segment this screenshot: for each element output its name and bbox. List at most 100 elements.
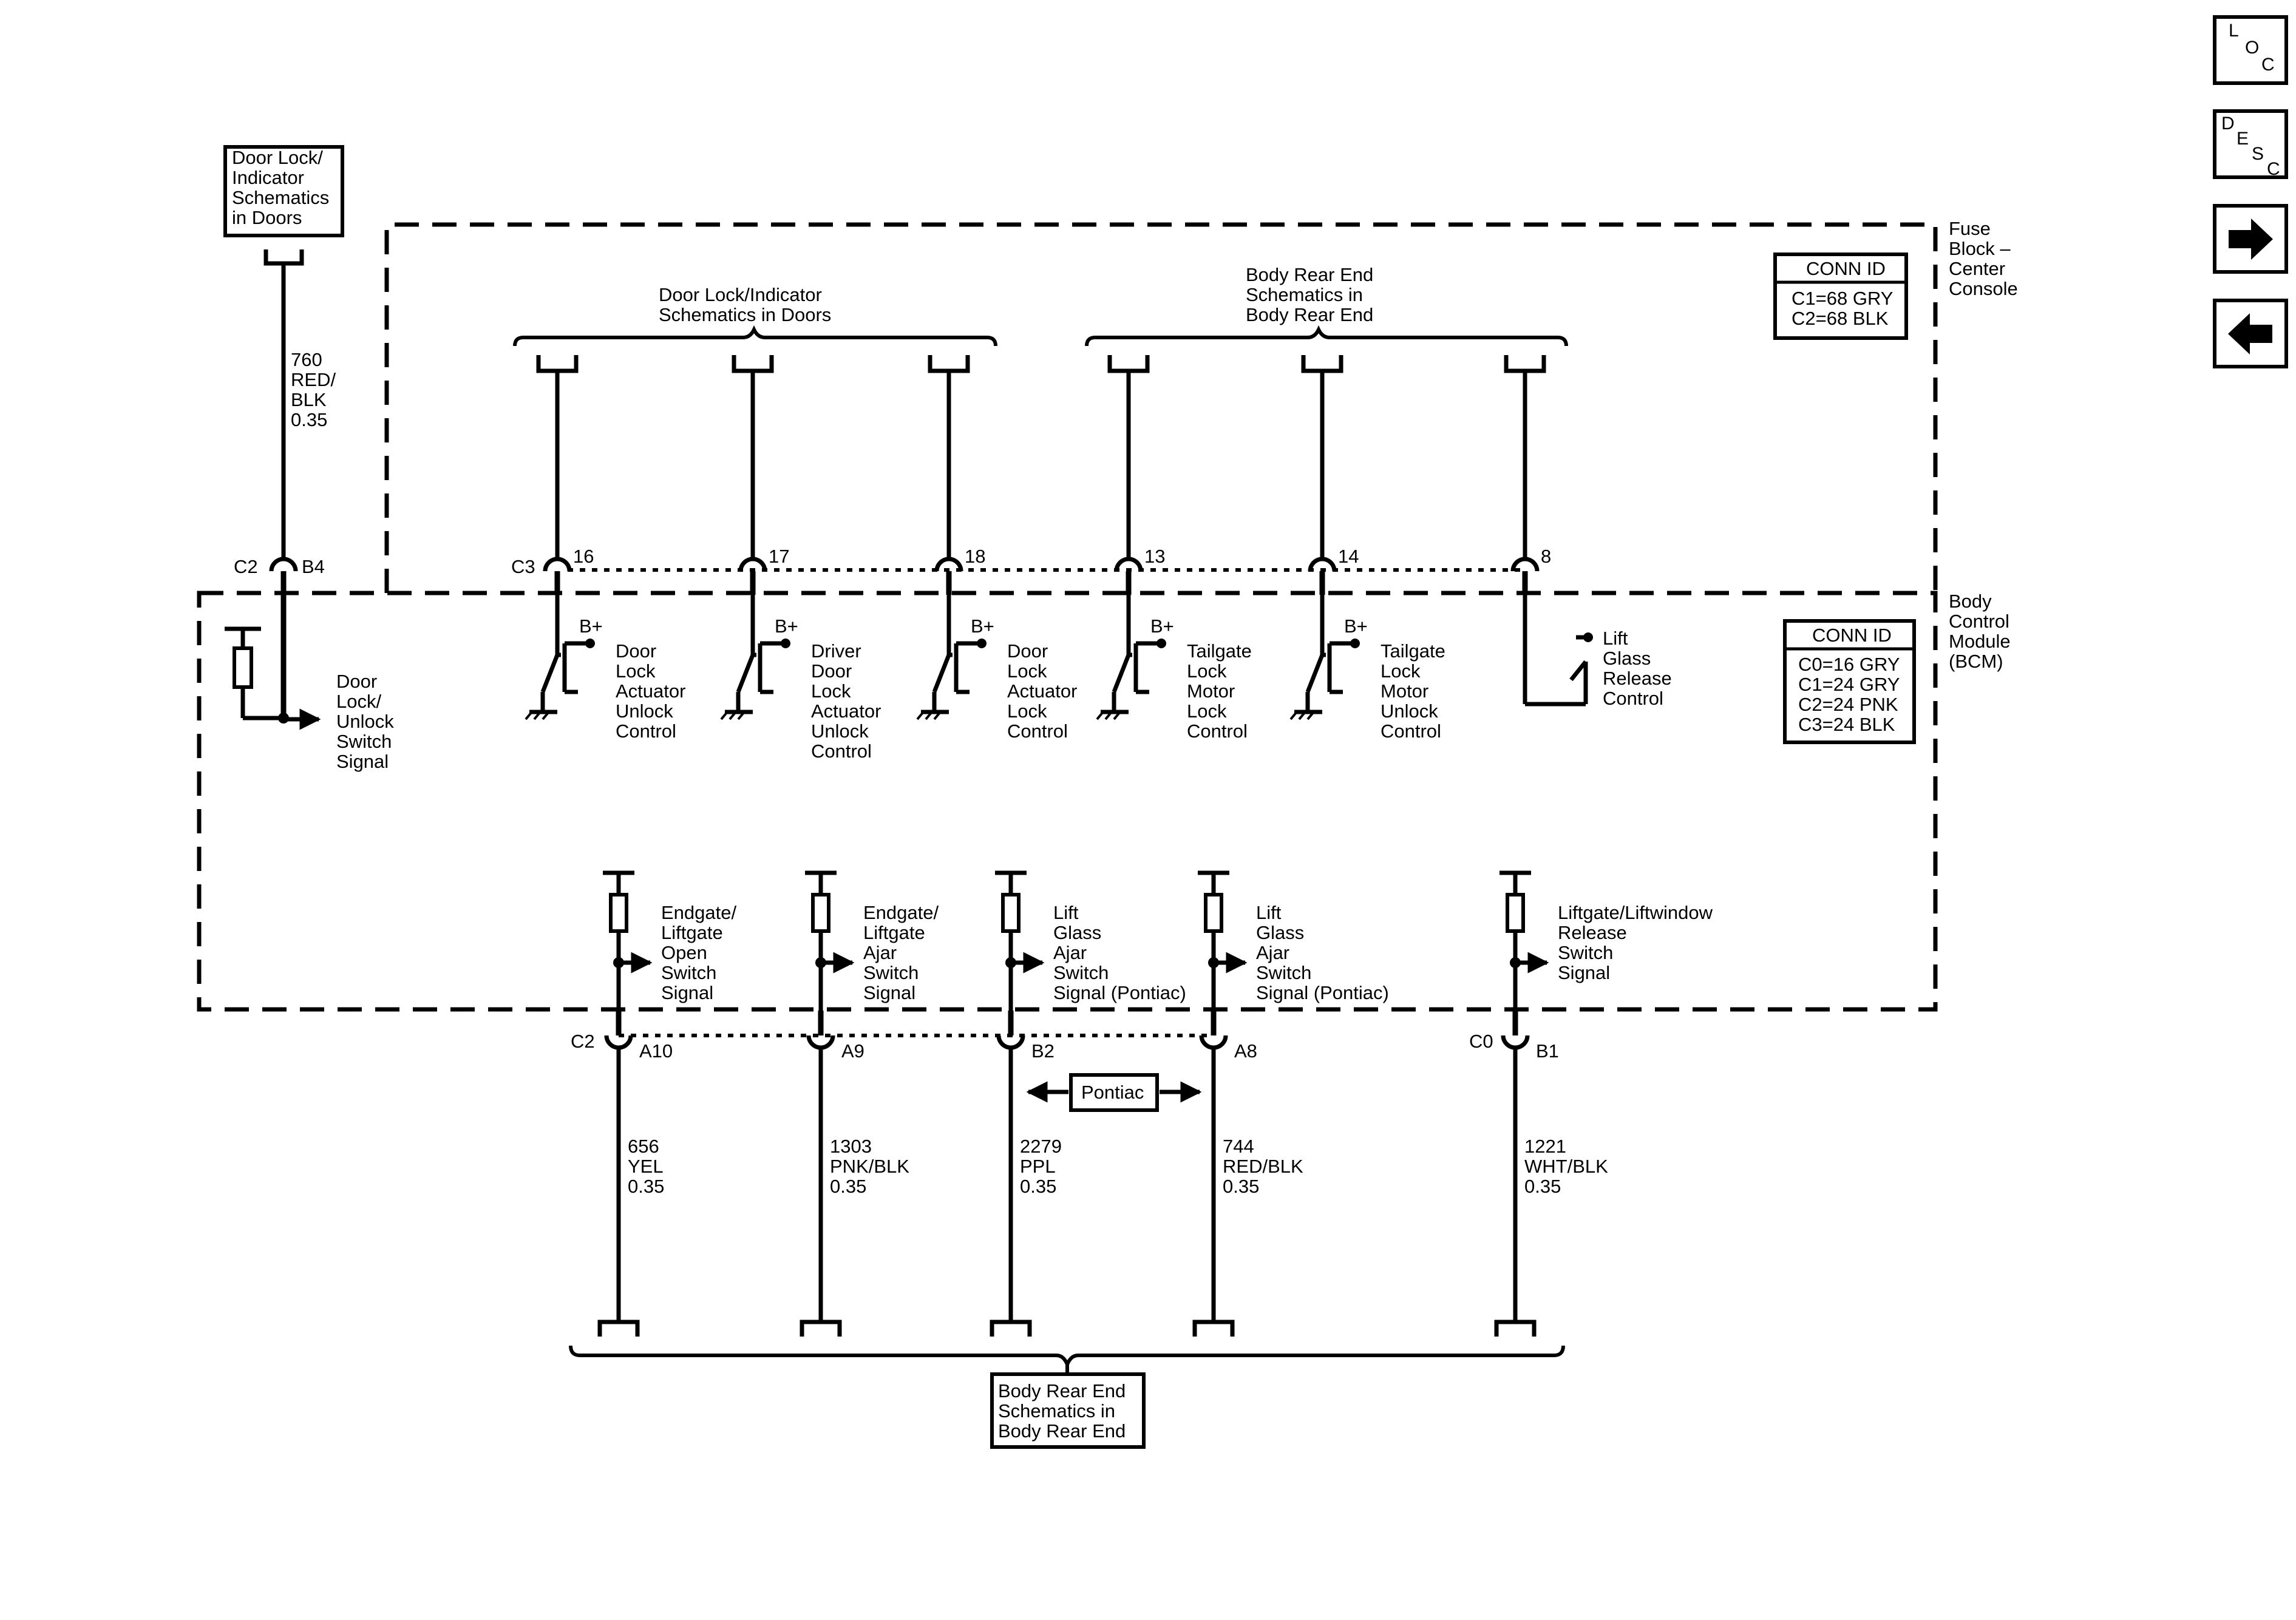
bcm-conn-id-rows: C0=16 GRY C1=24 GRY C2=24 PNK C3=24 BLK bbox=[1798, 654, 1905, 735]
fuse-conn-id-title: CONN ID bbox=[1806, 258, 1886, 279]
connector-cavity bbox=[1510, 557, 1540, 572]
reference-connector bbox=[536, 355, 579, 373]
output-circuit bbox=[916, 355, 987, 720]
body-rear-reference-box-bottom bbox=[990, 1372, 1146, 1449]
fuse-block-outline bbox=[384, 222, 1938, 593]
pin-number: 14 bbox=[1338, 546, 1359, 567]
pullup-resistor bbox=[811, 893, 830, 933]
connector-cavity bbox=[1308, 557, 1337, 572]
pullup-resistor bbox=[1001, 893, 1021, 933]
relay-switch bbox=[1305, 654, 1325, 693]
reference-connector bbox=[1301, 355, 1343, 373]
b-plus-terminal bbox=[585, 639, 595, 648]
connector-cavity bbox=[996, 1035, 1025, 1050]
reference-connector bbox=[597, 1320, 640, 1337]
b-plus-terminal bbox=[1156, 639, 1166, 648]
reference-top-left: Door Lock/ Indicator Schematics in Doors bbox=[232, 147, 335, 228]
relay-switch bbox=[932, 654, 951, 693]
fuse-conn-id-rows: C1=68 GRY C2=68 BLK bbox=[1792, 288, 1898, 329]
connector-c0: C0 bbox=[1469, 1031, 1493, 1052]
b-plus-label: B+ bbox=[971, 615, 994, 637]
input-circuit bbox=[1192, 870, 1248, 1337]
input-circuit bbox=[990, 870, 1045, 1337]
connector-cavity bbox=[934, 557, 963, 572]
b-plus-label: B+ bbox=[775, 615, 798, 637]
b-plus-terminal bbox=[1350, 639, 1360, 648]
reference-connector bbox=[990, 1320, 1032, 1337]
pin-number: 13 bbox=[1144, 546, 1165, 567]
output-circuit bbox=[1504, 355, 1593, 707]
bcm-outline bbox=[197, 591, 1938, 1012]
bcm-conn-id-box bbox=[1783, 619, 1916, 744]
reference-connector bbox=[1494, 1320, 1537, 1337]
bcm-label: Body Control Module (BCM) bbox=[1949, 591, 2016, 672]
pin-number: 17 bbox=[769, 546, 789, 567]
pin-number: B2 bbox=[1031, 1040, 1055, 1062]
b-plus-label: B+ bbox=[579, 615, 603, 637]
pin-number: B1 bbox=[1536, 1040, 1559, 1062]
relay-switch bbox=[736, 654, 755, 693]
reference-top-rear: Body Rear End Schematics in Body Rear En… bbox=[1246, 264, 1379, 325]
pin-number: A10 bbox=[639, 1040, 673, 1062]
connector-cavity bbox=[806, 1035, 835, 1050]
desc-button[interactable] bbox=[2213, 109, 2288, 179]
reference-connector bbox=[800, 1320, 842, 1337]
reference-connector bbox=[928, 355, 970, 373]
b-plus-terminal bbox=[781, 639, 790, 648]
pin-number: 18 bbox=[965, 546, 985, 567]
connector-c3: C3 bbox=[511, 556, 535, 577]
door-lock-reference-brace bbox=[513, 325, 997, 347]
reference-connector bbox=[1504, 355, 1546, 373]
pullup-resistor-door-switch bbox=[233, 646, 253, 689]
pin-number: 8 bbox=[1541, 546, 1551, 567]
connector-cavity bbox=[1199, 1035, 1228, 1050]
connector-cavity bbox=[543, 557, 572, 572]
previous-page-button[interactable] bbox=[2213, 299, 2288, 368]
body-rear-reference-brace-bottom bbox=[569, 1345, 1565, 1370]
pin-b4: B4 bbox=[302, 556, 325, 577]
wire-760-label: 760 RED/ BLK 0.35 bbox=[291, 349, 341, 430]
body-rear-reference-brace-top bbox=[1085, 325, 1568, 347]
input-circuit bbox=[597, 870, 653, 1337]
b-plus-label: B+ bbox=[1150, 615, 1174, 637]
pullup-resistor bbox=[1204, 893, 1223, 933]
reference-bottom: Body Rear End Schematics in Body Rear En… bbox=[998, 1380, 1131, 1442]
connector-cavity bbox=[1114, 557, 1143, 572]
b-plus-label: B+ bbox=[1344, 615, 1368, 637]
loc-button[interactable] bbox=[2213, 15, 2288, 85]
pin-number: A8 bbox=[1234, 1040, 1257, 1062]
pin-number: 16 bbox=[573, 546, 594, 567]
bcm-conn-id-title: CONN ID bbox=[1812, 625, 1892, 646]
pontiac-option-label: Pontiac bbox=[1081, 1082, 1144, 1103]
reference-top-doors: Door Lock/Indicator Schematics in Doors bbox=[659, 284, 831, 325]
connector-cavity bbox=[1501, 1035, 1530, 1050]
input-circuit bbox=[1494, 870, 1549, 1337]
door-lock-reference-box-left bbox=[223, 145, 344, 237]
relay-switch bbox=[540, 654, 560, 693]
release-switch bbox=[1569, 660, 1588, 682]
input-circuit bbox=[800, 870, 855, 1337]
loc-button-label: L O C bbox=[2229, 21, 2275, 75]
pin-number: A9 bbox=[841, 1040, 864, 1062]
desc-button-label: D E S C bbox=[2221, 114, 2280, 179]
next-page-button[interactable] bbox=[2213, 204, 2288, 274]
output-circuit bbox=[525, 355, 595, 720]
reference-connector bbox=[1192, 1320, 1235, 1337]
door-switch-signal-label: Door Lock/ Unlock Switch Signal bbox=[336, 671, 399, 772]
connector-c2-bottom: C2 bbox=[571, 1031, 595, 1052]
connector-cavity bbox=[738, 557, 767, 572]
